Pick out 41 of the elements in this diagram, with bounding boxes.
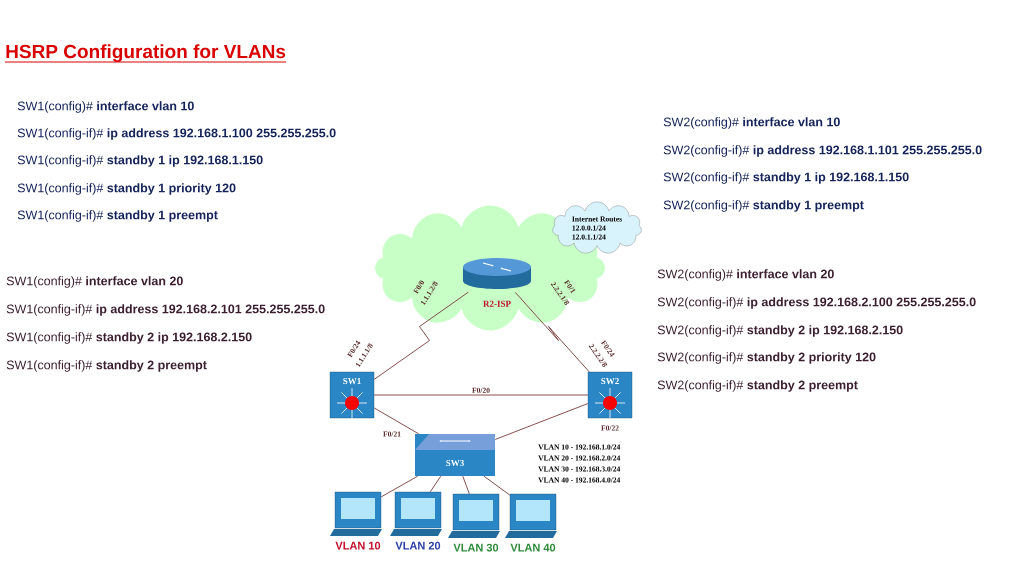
link-line bbox=[494, 403, 589, 440]
command-line: SW2(config-if)# standby 2 priority 120 bbox=[657, 352, 876, 364]
link-line bbox=[429, 475, 442, 493]
command-line: SW1(config-if)# standby 1 priority 120 bbox=[17, 183, 236, 195]
command-line: SW1(config-if)# standby 2 preempt bbox=[6, 360, 207, 372]
computer-drawing: VLAN 20 bbox=[390, 491, 442, 550]
link-line bbox=[462, 475, 470, 495]
layer3-switch-drawing: SW1 bbox=[329, 371, 375, 419]
computer-drawing: VLAN 30 bbox=[448, 493, 500, 552]
title: HSRP Configuration for VLANs bbox=[4, 44, 287, 63]
router-drawing: R2-ISP bbox=[463, 258, 531, 307]
link-line bbox=[373, 394, 589, 396]
node-label: VLAN 20 bbox=[395, 541, 441, 550]
computer-drawing: VLAN 40 bbox=[505, 493, 557, 552]
command-line: SW1(config-if)# standby 1 preempt bbox=[17, 210, 218, 222]
command-line: SW2(config)# interface vlan 10 bbox=[663, 117, 840, 129]
command-line: SW2(config)# interface vlan 20 bbox=[657, 269, 834, 281]
command-line: SW2(config-if)# standby 2 preempt bbox=[657, 380, 858, 392]
link-line bbox=[380, 475, 419, 498]
command-line: SW1(config)# interface vlan 10 bbox=[17, 101, 194, 113]
command-line: SW2(config-if)# standby 1 preempt bbox=[663, 200, 864, 212]
link-line bbox=[514, 291, 590, 373]
layer3-switch-drawing: SW2 bbox=[587, 371, 633, 419]
command-line: SW2(config-if)# standby 2 ip 192.168.2.150 bbox=[657, 325, 903, 337]
computer-drawing: VLAN 10 bbox=[330, 491, 382, 550]
command-line: SW1(config)# interface vlan 20 bbox=[6, 276, 183, 288]
link-line bbox=[483, 475, 511, 496]
link-line bbox=[373, 407, 420, 435]
command-line: SW1(config-if)# ip address 192.168.1.100 255.255.255.0 bbox=[17, 128, 336, 140]
command-line: SW2(config-if)# ip address 192.168.1.101 255.255.255.0 bbox=[663, 145, 982, 157]
command-line: SW2(config-if)# standby 1 ip 192.168.1.150 bbox=[663, 172, 909, 184]
node-label: VLAN 10 bbox=[335, 541, 381, 550]
node-label: R2-ISP bbox=[483, 300, 511, 307]
node-label: VLAN 40 bbox=[510, 543, 556, 552]
command-line: SW2(config-if)# ip address 192.168.2.100 255.255.255.0 bbox=[657, 297, 976, 309]
link-line bbox=[373, 291, 469, 380]
command-line: SW1(config-if)# standby 1 ip 192.168.1.150 bbox=[17, 155, 263, 167]
node-label: VLAN 30 bbox=[453, 543, 499, 552]
switch-drawing: SW3 bbox=[415, 434, 495, 476]
command-line: SW1(config-if)# ip address 192.168.2.101 255.255.255.0 bbox=[6, 304, 325, 316]
command-line: SW1(config-if)# standby 2 ip 192.168.2.150 bbox=[6, 332, 252, 344]
